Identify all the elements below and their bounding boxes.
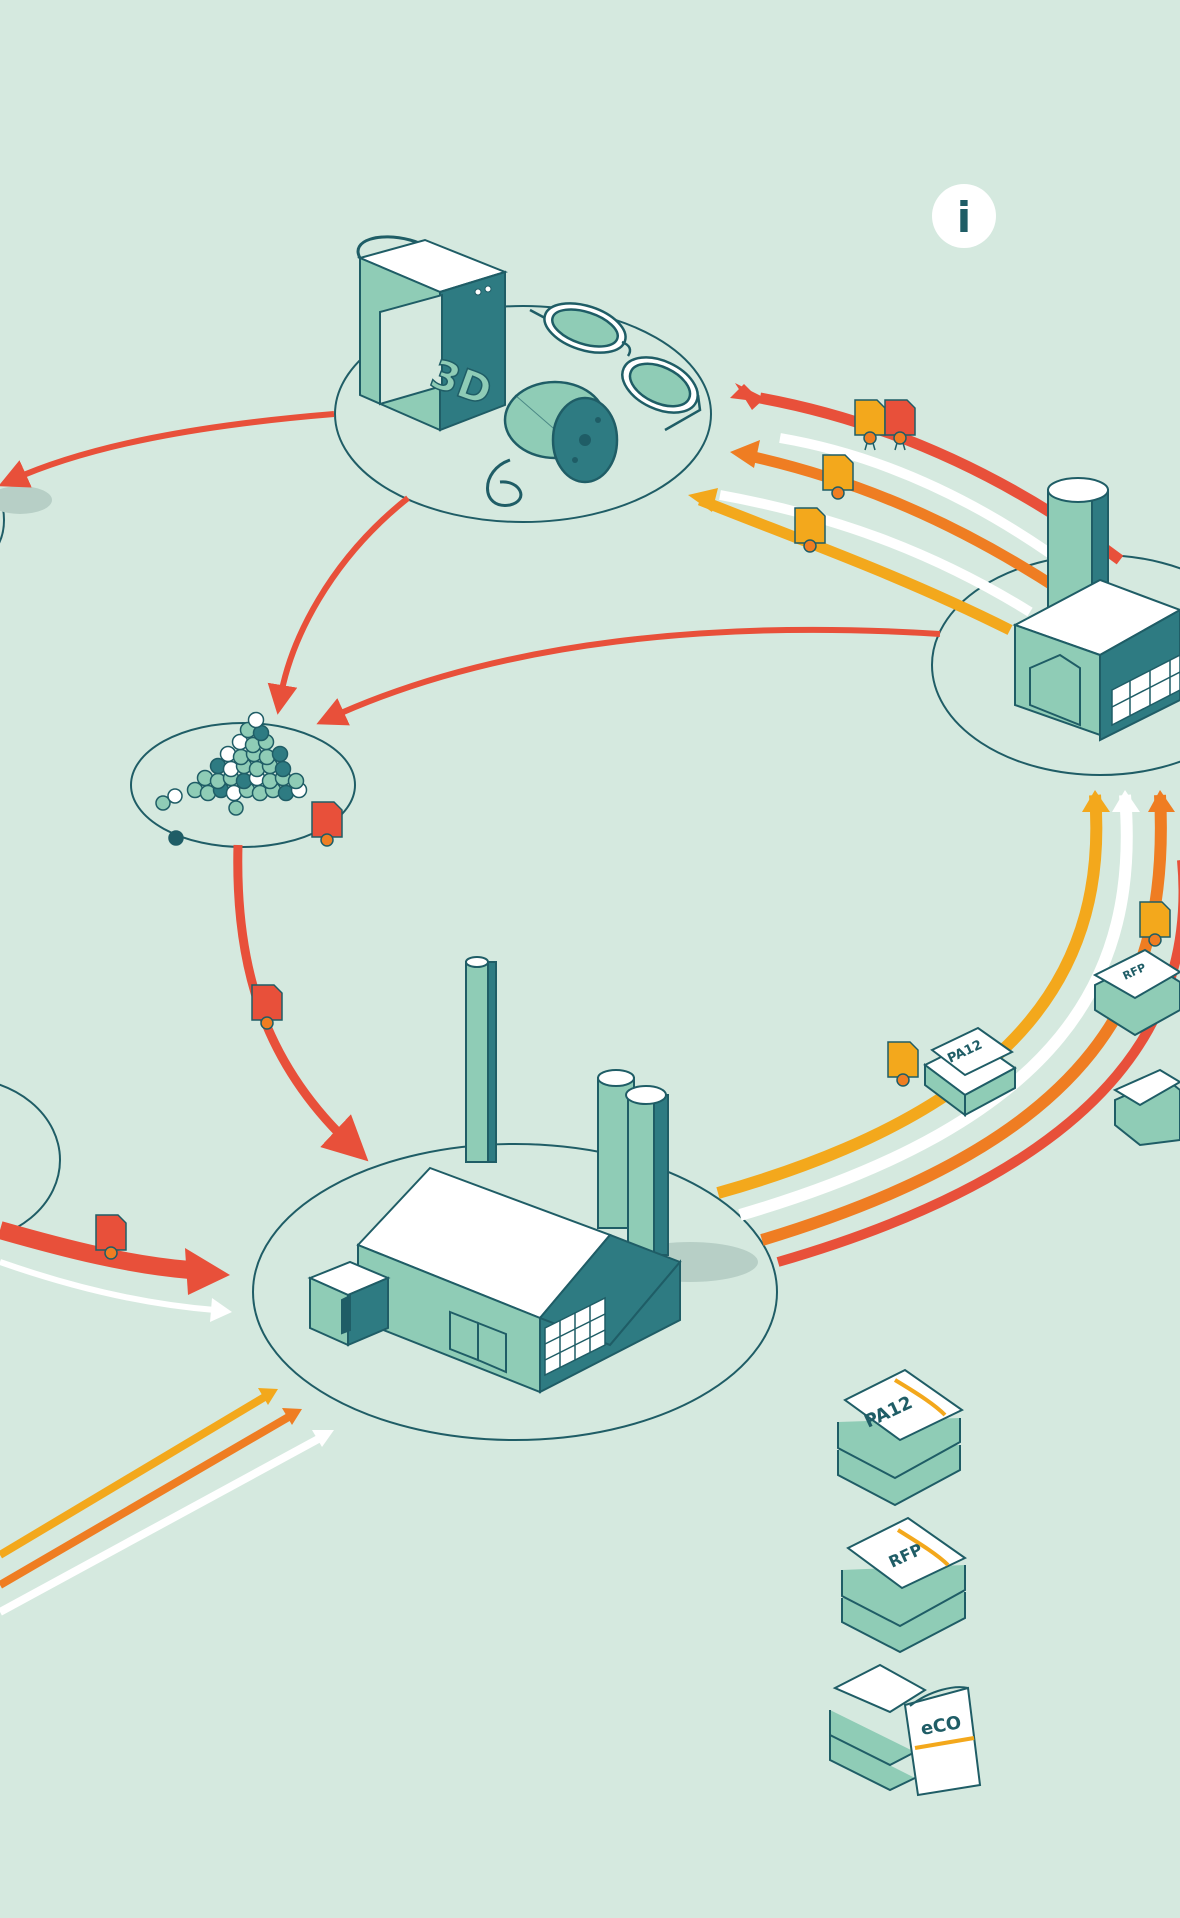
certificate-icons: [95, 399, 1171, 1260]
granulate-pile-icon: [155, 711, 308, 846]
certificate-icon: [887, 1041, 919, 1087]
pellet: [287, 772, 305, 790]
pellet: [274, 760, 292, 778]
legend-bag-rfp: RFP: [841, 1516, 967, 1654]
certificate-icon: [822, 454, 854, 500]
certificate-icon: [95, 1214, 127, 1260]
certificate-icon: [251, 984, 283, 1030]
bag-stack-partial: [1112, 1068, 1180, 1147]
platform-3d-printing: [334, 305, 712, 523]
flow-left-into-factory: [0, 1221, 232, 1322]
flow-bottom-left: [0, 1388, 334, 1616]
main-factory-icon: [307, 956, 758, 1394]
pellet: [167, 788, 183, 804]
certificate-icon: [854, 399, 886, 451]
filament-spool-icon: [486, 380, 619, 507]
pellet: [228, 800, 244, 816]
3d-printer-icon: 3D: [356, 235, 509, 432]
legend-bag-pa12: PA12: [837, 1368, 964, 1507]
glasses-icon: [529, 302, 702, 432]
platform-left-partial: [0, 486, 61, 1237]
certificate-icon: [311, 801, 343, 847]
right-factory-icon: [1012, 477, 1180, 742]
flow-arc-right: [716, 790, 1180, 1267]
bag-stack-pa12-small: PA12: [923, 1026, 1017, 1117]
platform-main-factory: [252, 1143, 778, 1441]
legend-bag-eco: eCO: [829, 1663, 982, 1797]
pellet: [155, 795, 171, 811]
bag-stack-rfp-small: RFP: [1092, 948, 1180, 1037]
pellet: [247, 711, 265, 729]
certificate-icon: [884, 399, 916, 451]
certificate-icon: [794, 507, 826, 553]
certificate-icon: [1139, 901, 1171, 947]
pellet: [271, 745, 289, 763]
info-button[interactable]: i: [932, 184, 996, 248]
platform-granulate: [130, 722, 356, 848]
info-icon: i: [957, 193, 971, 242]
pellet: [168, 830, 184, 846]
